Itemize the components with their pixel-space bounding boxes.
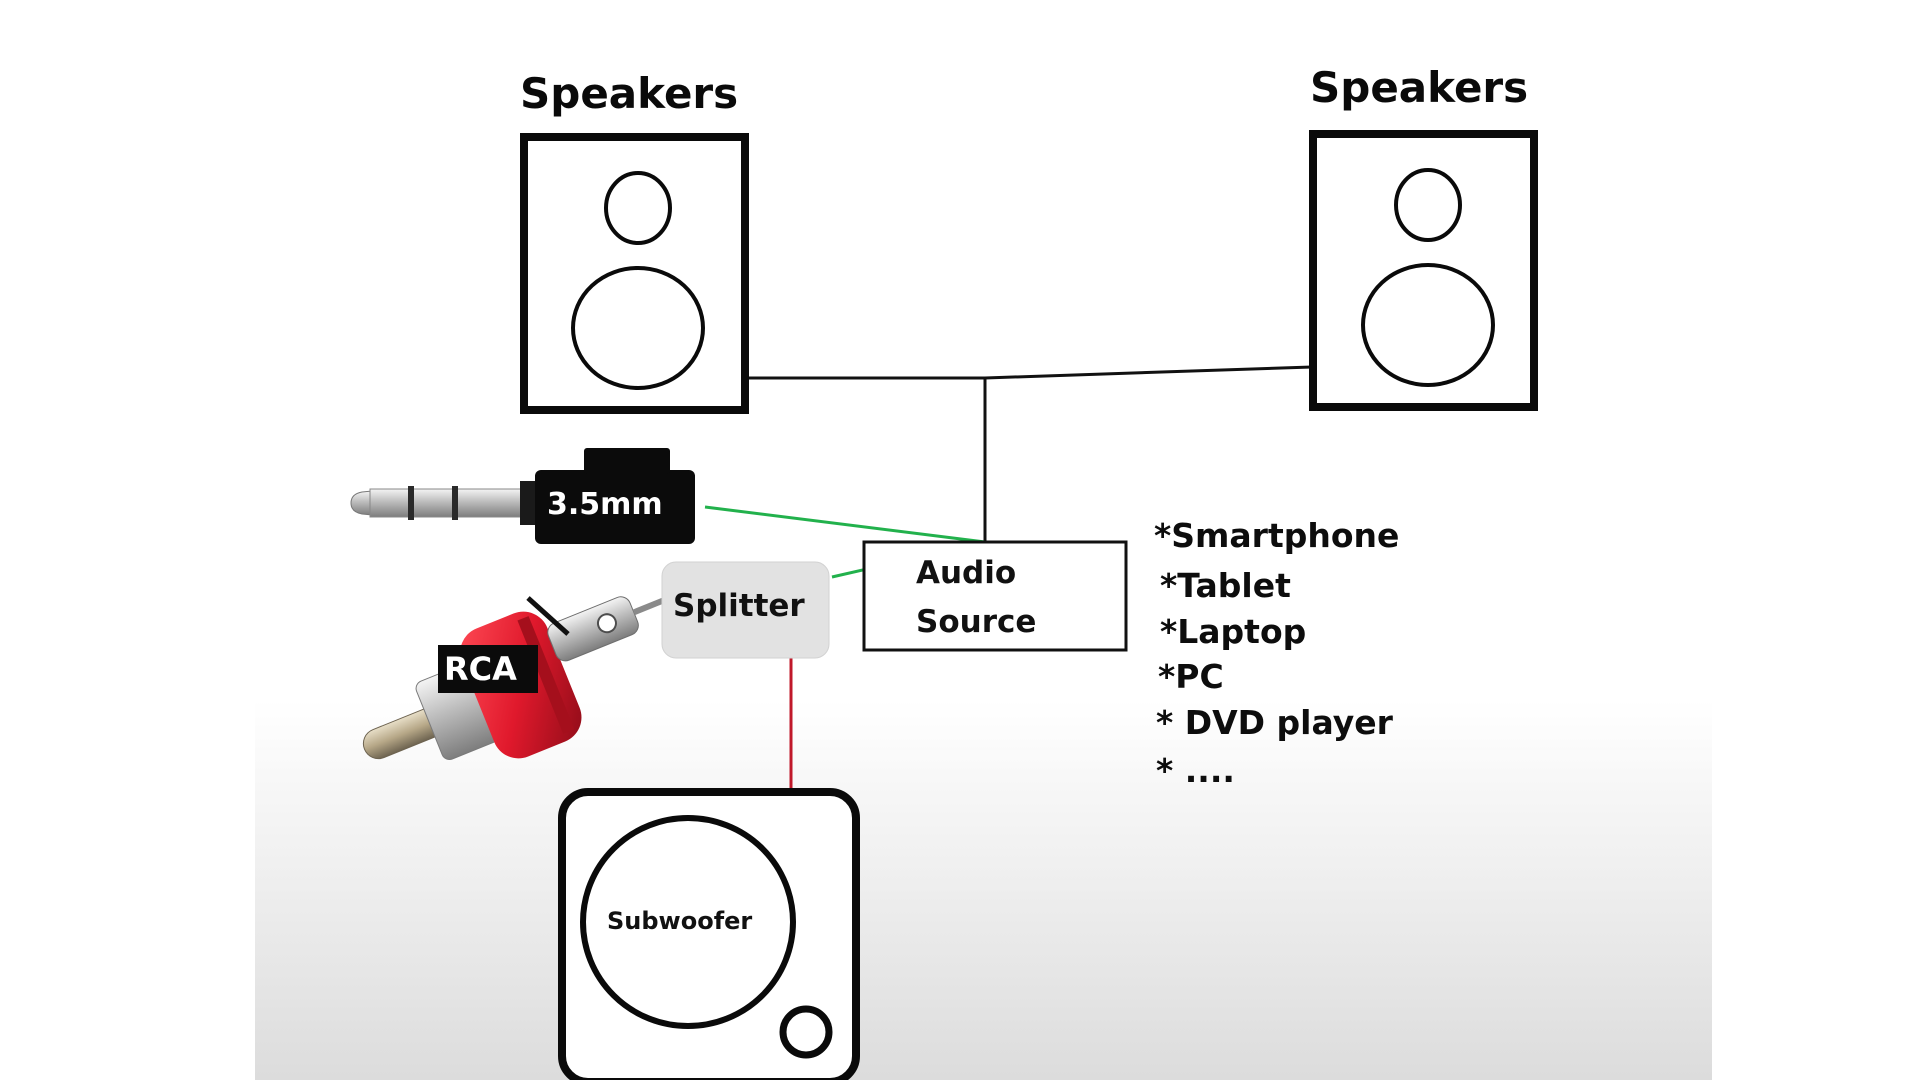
rca-label: RCA xyxy=(444,650,517,688)
left-speaker: Speakers xyxy=(520,69,749,414)
jack-label: 3.5mm xyxy=(547,487,663,522)
left-speaker-label: Speakers xyxy=(520,69,738,118)
device-item: * .... xyxy=(1156,751,1235,790)
tweeter-icon xyxy=(1394,168,1462,242)
device-item: *PC xyxy=(1158,657,1224,696)
subwoofer-label: Subwoofer xyxy=(607,907,752,935)
rca-label-bg xyxy=(438,645,538,693)
floor-gradient xyxy=(255,700,1712,1080)
device-item: *Tablet xyxy=(1160,566,1291,605)
jack-ring xyxy=(452,486,458,520)
rca-black-wire xyxy=(526,596,570,636)
woofer-icon xyxy=(571,266,705,390)
audio-source-box xyxy=(862,540,1128,652)
speaker-wiring xyxy=(746,365,1313,542)
subwoofer: Subwoofer xyxy=(558,788,860,1080)
jack-collar xyxy=(520,481,538,525)
audio-source: Audio Source xyxy=(862,540,1128,652)
tweeter-icon xyxy=(604,171,672,245)
jack-body xyxy=(535,470,695,544)
device-item: *Laptop xyxy=(1160,612,1306,651)
right-speaker-cabinet xyxy=(1309,130,1538,411)
subwoofer-cabinet xyxy=(558,788,860,1080)
subwoofer-driver-icon xyxy=(580,815,796,1029)
right-speaker: Speakers xyxy=(1309,63,1538,411)
rca-plug: RCA xyxy=(362,591,679,761)
device-item: *Smartphone xyxy=(1154,516,1399,555)
audio-source-label-line2: Source xyxy=(916,604,1036,640)
device-item: * DVD player xyxy=(1156,703,1394,742)
audio-source-label-line1: Audio xyxy=(916,555,1016,591)
jack-3-5mm: 3.5mm xyxy=(350,448,695,544)
splitter-box xyxy=(661,561,830,659)
splitter-label: Splitter xyxy=(673,588,805,624)
jack-ring xyxy=(408,486,414,520)
green-cable-jack xyxy=(704,505,986,544)
rca-solder-hole xyxy=(596,613,617,634)
bass-port-icon xyxy=(779,1005,833,1059)
wire-right-speaker xyxy=(984,365,1313,380)
jack-grip xyxy=(584,448,670,474)
splitter: Splitter xyxy=(661,561,830,659)
jack-tip xyxy=(350,490,373,516)
left-speaker-cabinet xyxy=(520,133,749,414)
right-speaker-label: Speakers xyxy=(1310,63,1528,112)
source-device-list: *Smartphone *Tablet *Laptop *PC * DVD pl… xyxy=(1154,516,1399,790)
woofer-icon xyxy=(1361,263,1495,387)
